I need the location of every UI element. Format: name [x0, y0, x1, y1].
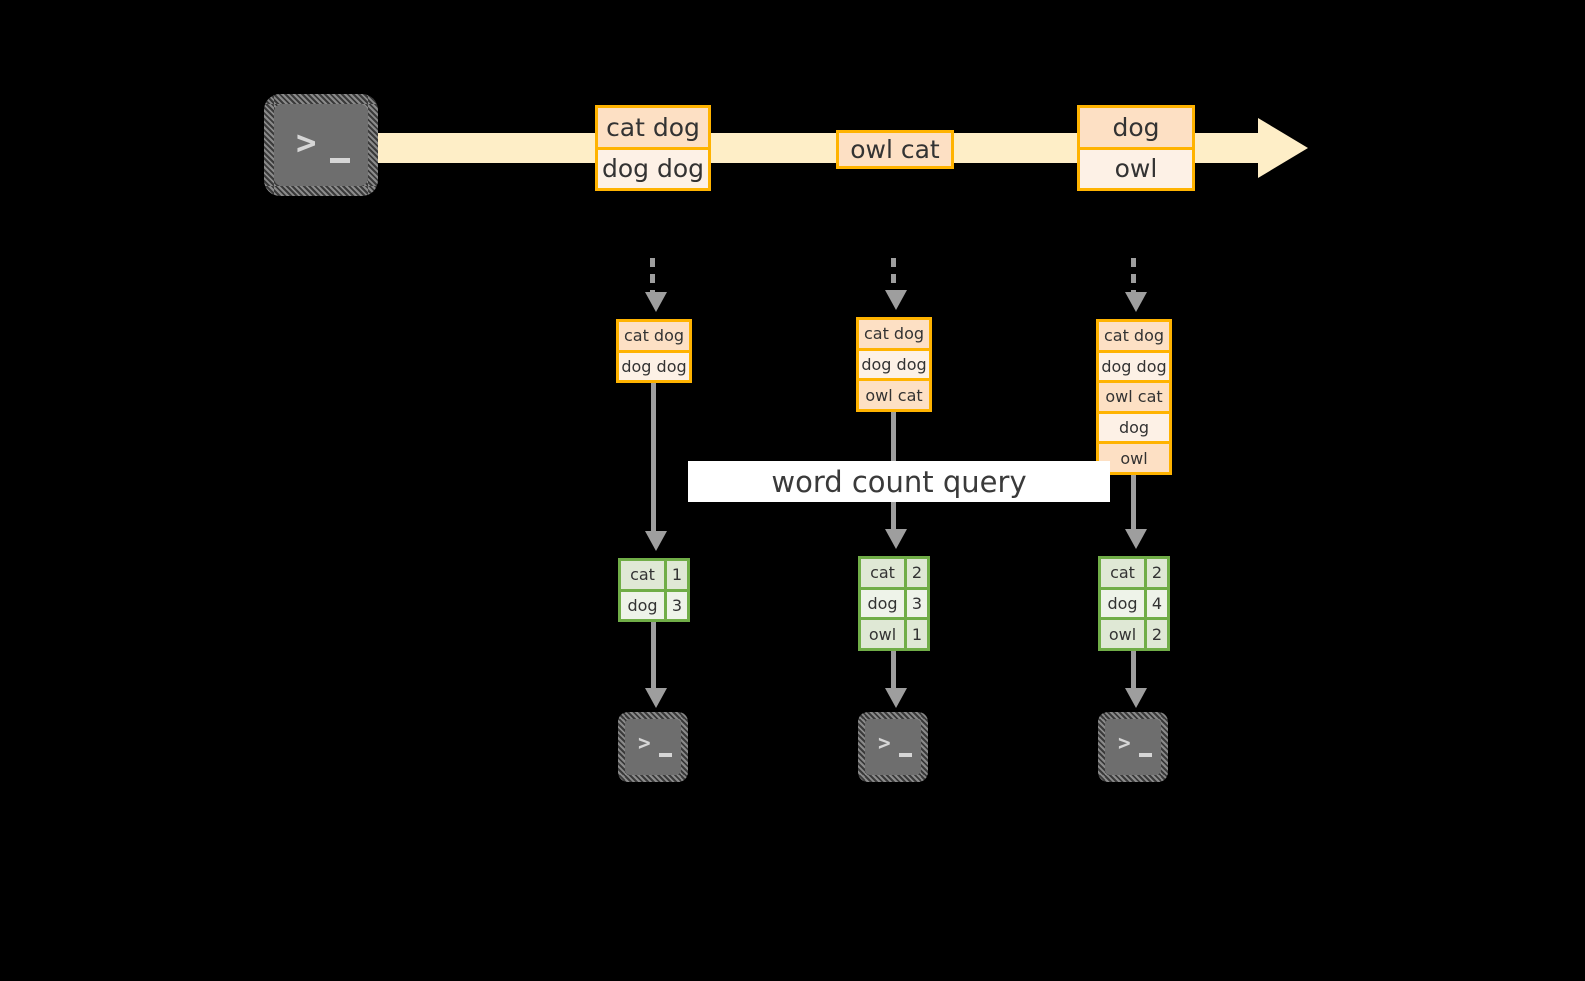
snapshot-line: owl cat	[1099, 380, 1169, 411]
sink-connector-line-2	[891, 651, 896, 692]
result-word: cat	[861, 559, 904, 587]
result-row: dog 3	[861, 586, 927, 618]
sink-terminal-icon-1[interactable]: >	[618, 712, 688, 782]
result-count: 1	[904, 620, 927, 649]
arrow-head-icon	[645, 531, 667, 551]
sink-connector-line-1	[651, 622, 656, 692]
result-row: cat 2	[861, 559, 927, 587]
result-count: 1	[664, 561, 687, 589]
result-count: 4	[1144, 589, 1167, 618]
result-table-1: cat 1 dog 3	[618, 558, 690, 622]
arrow-head-icon	[1125, 529, 1147, 549]
snapshot-line: dog dog	[859, 347, 929, 379]
result-word: dog	[621, 591, 664, 619]
stream-record-2: owl cat	[836, 130, 954, 169]
result-row: dog 4	[1101, 586, 1167, 618]
query-connector-line-1	[651, 383, 656, 535]
result-count: 3	[664, 591, 687, 619]
terminal-screen: >	[865, 719, 921, 775]
arrow-head-icon	[885, 290, 907, 310]
arrow-head-icon	[1125, 688, 1147, 708]
result-count: 2	[1144, 559, 1167, 587]
snapshot-line: cat dog	[619, 322, 689, 350]
result-row: owl 1	[861, 617, 927, 649]
sink-terminal-icon-2[interactable]: >	[858, 712, 928, 782]
stream-tap-dashed-line-2	[891, 258, 896, 290]
result-table-3: cat 2 dog 4 owl 2	[1098, 556, 1170, 651]
result-count: 2	[904, 559, 927, 587]
record-line: cat dog	[598, 108, 708, 147]
result-row: dog 3	[621, 588, 687, 619]
terminal-prompt-glyph: >	[296, 123, 317, 163]
record-line: dog	[1080, 108, 1192, 147]
record-line: dog dog	[598, 146, 708, 188]
arrow-head-icon	[885, 688, 907, 708]
terminal-prompt-glyph: >	[1118, 731, 1131, 755]
result-count: 3	[904, 589, 927, 618]
snapshot-table-2: cat dog dog dog owl cat	[856, 317, 932, 412]
source-terminal-icon[interactable]: >	[264, 94, 378, 196]
snapshot-line: dog	[1099, 410, 1169, 442]
stream-tap-dashed-line-1	[650, 258, 655, 292]
result-word: dog	[861, 589, 904, 618]
terminal-cursor-icon	[899, 753, 912, 757]
snapshot-line: owl cat	[859, 378, 929, 410]
arrow-head-icon	[885, 529, 907, 549]
result-word: dog	[1101, 589, 1144, 618]
result-count: 2	[1144, 620, 1167, 649]
terminal-screen: >	[274, 104, 368, 186]
snapshot-line: cat dog	[859, 320, 929, 348]
stream-arrow-head-icon	[1258, 118, 1308, 178]
result-row: owl 2	[1101, 617, 1167, 649]
terminal-screen: >	[1105, 719, 1161, 775]
arrow-head-icon	[645, 688, 667, 708]
query-label-band: word count query	[688, 461, 1110, 502]
arrow-head-icon	[1125, 292, 1147, 312]
snapshot-line: dog dog	[1099, 349, 1169, 381]
sink-terminal-icon-3[interactable]: >	[1098, 712, 1168, 782]
record-line: owl cat	[839, 133, 951, 166]
stream-record-3: dog owl	[1077, 105, 1195, 191]
arrow-head-icon	[645, 292, 667, 312]
terminal-prompt-glyph: >	[638, 731, 651, 755]
terminal-screen: >	[625, 719, 681, 775]
terminal-cursor-icon	[659, 753, 672, 757]
result-row: cat 2	[1101, 559, 1167, 587]
terminal-cursor-icon	[1139, 753, 1152, 757]
snapshot-line: owl	[1099, 441, 1169, 472]
result-word: owl	[861, 620, 904, 649]
terminal-prompt-glyph: >	[878, 731, 891, 755]
result-row: cat 1	[621, 561, 687, 589]
result-table-2: cat 2 dog 3 owl 1	[858, 556, 930, 651]
stream-record-1: cat dog dog dog	[595, 105, 711, 191]
result-word: cat	[621, 561, 664, 589]
snapshot-line: cat dog	[1099, 322, 1169, 350]
query-connector-line-3	[1131, 475, 1136, 533]
snapshot-table-1: cat dog dog dog	[616, 319, 692, 383]
snapshot-table-3: cat dog dog dog owl cat dog owl	[1096, 319, 1172, 475]
record-line: owl	[1080, 146, 1192, 188]
stream-tap-dashed-line-3	[1131, 258, 1136, 292]
snapshot-line: dog dog	[619, 349, 689, 380]
query-label-text: word count query	[771, 464, 1027, 499]
sink-connector-line-3	[1131, 651, 1136, 692]
terminal-cursor-icon	[330, 158, 350, 163]
result-word: owl	[1101, 620, 1144, 649]
result-word: cat	[1101, 559, 1144, 587]
